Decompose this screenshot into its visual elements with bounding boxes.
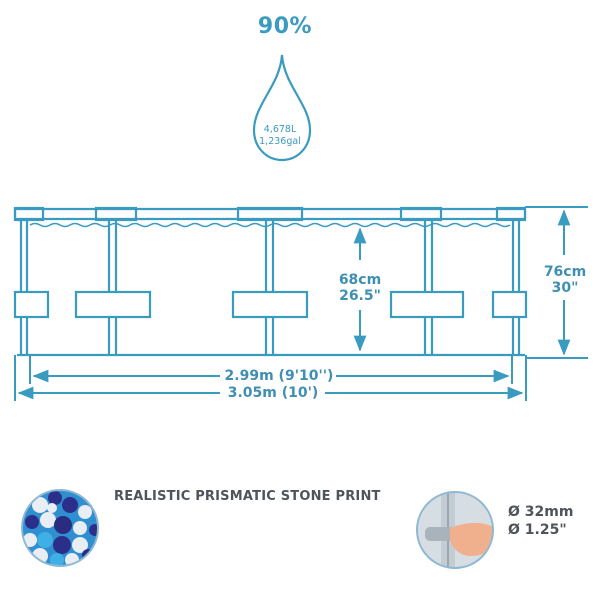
inner-diameter-label: 2.99m (9'10'') xyxy=(222,368,336,384)
pipe-diameter-label: Ø 32mm Ø 1.25" xyxy=(508,503,573,539)
wall-height-in: 30" xyxy=(551,280,579,296)
water-depth-label: 68cm 26.5" xyxy=(334,272,386,304)
stone-print-swatch xyxy=(22,490,98,566)
stone-print-label: REALISTIC PRISMATIC STONE PRINT xyxy=(114,489,381,504)
volume-liters: 4,678L xyxy=(263,124,297,135)
pipe-photo xyxy=(417,492,493,568)
wall-height-cm: 76cm xyxy=(543,264,587,280)
dimension-lines xyxy=(14,206,588,401)
pool-frame xyxy=(13,206,528,357)
drop-volume: 4,678L 1,236gal xyxy=(250,124,310,148)
wall-height-label: 76cm 30" xyxy=(540,264,590,296)
fill-percent: 90% xyxy=(257,14,313,39)
water-depth-cm: 68cm xyxy=(338,272,382,288)
volume-gallons: 1,236gal xyxy=(259,136,301,147)
pipe-diameter-mm: Ø 32mm xyxy=(508,504,574,520)
water-drop-icon xyxy=(252,54,312,162)
water-depth-in: 26.5" xyxy=(339,288,381,304)
pipe-diameter-in: Ø 1.25" xyxy=(508,522,567,538)
outer-diameter-label: 3.05m (10') xyxy=(222,385,324,401)
